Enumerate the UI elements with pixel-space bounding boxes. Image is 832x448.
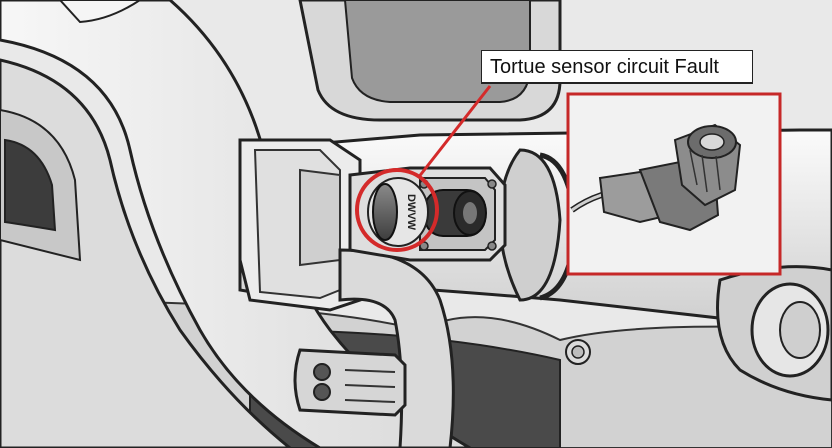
plug-rib xyxy=(344,384,396,388)
plug-rib xyxy=(344,399,396,403)
plug-rib xyxy=(344,369,396,373)
sensor-port-pin xyxy=(463,202,477,224)
closeup-connector-socket xyxy=(699,133,725,151)
plug-pin xyxy=(313,363,331,381)
housing-screw xyxy=(487,241,497,251)
multi-pin-plug-icon xyxy=(293,348,407,417)
fault-highlight-circle xyxy=(355,168,439,252)
fault-callout-label: Tortue sensor circuit Fault xyxy=(481,50,753,84)
end-cap-hub xyxy=(779,301,821,359)
steering-wheel-rim-outer xyxy=(0,58,293,448)
plug-pin xyxy=(313,383,331,401)
callout-leader-line xyxy=(416,85,492,179)
sensor-connector-closeup-icon xyxy=(566,92,782,276)
column-bracket-block xyxy=(299,168,341,267)
bolt-head-center xyxy=(571,345,585,359)
torque-sensor-band xyxy=(372,183,398,241)
housing-screw xyxy=(487,179,497,189)
connector-marking: DWVW xyxy=(405,194,417,231)
steering-wheel-slot xyxy=(4,138,57,232)
closeup-grip-line xyxy=(689,149,698,186)
closeup-grip-line xyxy=(701,154,708,193)
closeup-grip-line xyxy=(715,155,721,191)
steering-wheel-top-trim xyxy=(58,0,142,24)
